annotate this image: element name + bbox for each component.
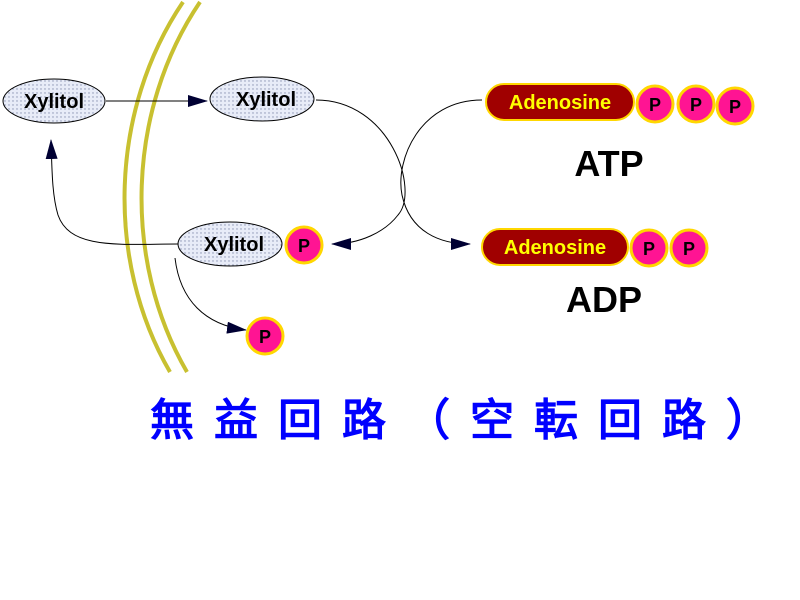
xylitol-phosphate-ellipse <box>177 221 283 267</box>
adp-phosphate-1-label: P <box>643 239 655 259</box>
xylitol-outside-ellipse <box>2 78 106 124</box>
xylitol-phosphate: Xylitol P <box>177 221 324 267</box>
adp-adenosine-box <box>481 228 629 266</box>
xylitol-inside: Xylitol <box>209 76 315 122</box>
phosphorylation-arrow <box>315 99 406 250</box>
xylitol-phosphate-label: Xylitol <box>204 234 264 256</box>
atp-phosphate-1-label: P <box>649 95 661 115</box>
adp-label: ADP <box>566 279 642 320</box>
free-phosphate-circle <box>245 316 285 356</box>
atp-phosphate-1 <box>635 84 675 124</box>
xylitol-outside-label: Xylitol <box>24 91 84 113</box>
atp-phosphate-3-label: P <box>729 97 741 117</box>
membrane-line-inner <box>139 0 202 374</box>
adp-phosphate-1 <box>629 228 669 268</box>
atp-label: ATP <box>574 143 643 184</box>
membrane-line-outer <box>122 0 185 374</box>
adp-adenosine-label: Adenosine <box>504 237 606 259</box>
xylitol-inside-label: Xylitol <box>236 89 296 111</box>
phosphate-release-arrow <box>174 257 247 334</box>
atp-adenosine-label: Adenosine <box>509 92 611 114</box>
xylitol-outside: Xylitol <box>2 78 106 124</box>
atp-phosphate-2-label: P <box>690 95 702 115</box>
adp-phosphate-2 <box>669 228 709 268</box>
phosphate-circle <box>284 225 324 265</box>
diagram-title: 無益回路（空転回路） <box>150 395 790 446</box>
atp-to-adp-arrow <box>400 99 483 250</box>
free-phosphate-label: P <box>259 327 271 347</box>
atp-phosphate-2 <box>676 84 716 124</box>
free-phosphate: P <box>245 316 285 356</box>
adp-phosphate-2-label: P <box>683 239 695 259</box>
adp-molecule: Adenosine P P <box>481 228 709 268</box>
atp-molecule: Adenosine P P P <box>485 83 755 126</box>
efflux-arrow <box>45 139 179 245</box>
atp-phosphate-3 <box>715 86 755 126</box>
atp-adenosine-box <box>485 83 635 121</box>
phosphate-label: P <box>298 236 310 256</box>
xylitol-inside-ellipse <box>209 76 315 122</box>
